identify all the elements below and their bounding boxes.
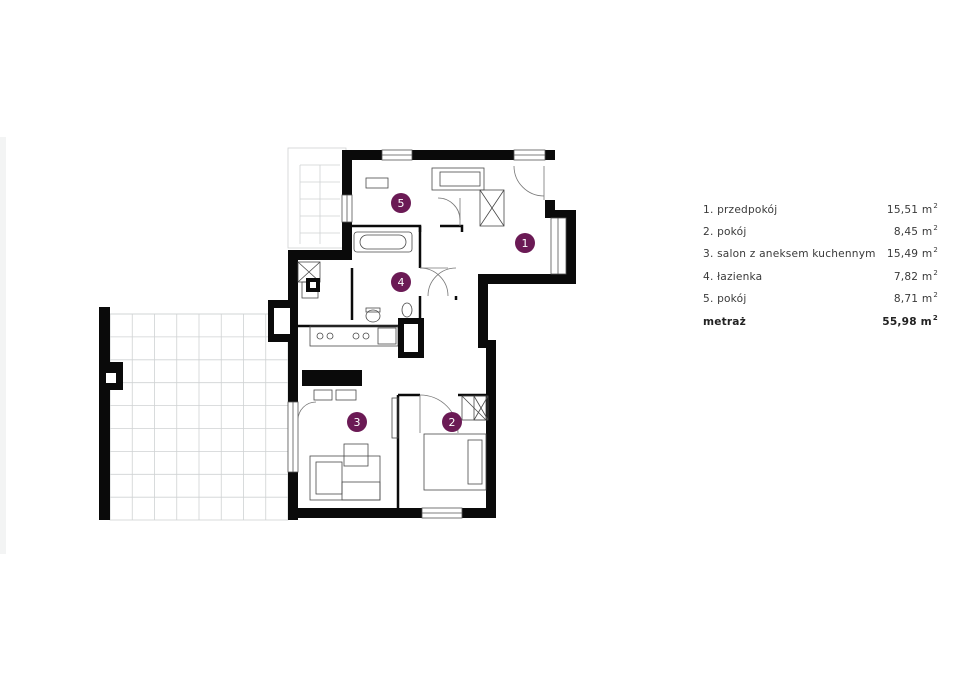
room-badge: 1 [515, 233, 535, 253]
legend-row: 1. przedpokój 15,51 m2 [703, 202, 938, 224]
room-label: 1. przedpokój [703, 204, 778, 216]
legend-row: 3. salon z aneksem kuchennym 15,49 m2 [703, 246, 938, 268]
room-label: 3. salon z aneksem kuchennym [703, 248, 876, 261]
legend-row: 4. łazienka 7,82 m2 [703, 269, 938, 291]
balcony [287, 147, 347, 249]
solid-fixtures [302, 278, 424, 386]
interior-walls [298, 224, 486, 508]
legend-row: 5. pokój 8,71 m2 [703, 291, 938, 313]
room-number: 3 [354, 416, 361, 429]
room-number: 4 [398, 276, 405, 289]
area-legend: 1. przedpokój 15,51 m2 2. pokój 8,45 m2 3. s… [703, 202, 938, 336]
room-area: 7,82 m2 [893, 268, 938, 283]
room-badge: 3 [347, 412, 367, 432]
terrace [109, 313, 289, 521]
total-label: metraż [703, 315, 747, 328]
room-badge: 4 [391, 272, 411, 292]
total-row: metraż 55,98 m2 [703, 314, 938, 336]
room-area: 15,51 m2 [886, 202, 938, 216]
room-label: 4. łazienka [703, 270, 763, 283]
room-badge: 5 [391, 193, 411, 213]
room-number: 2 [449, 416, 456, 429]
room-number: 1 [522, 237, 529, 250]
room-area: 8,71 m2 [893, 290, 938, 305]
windows [287, 149, 567, 519]
room-area: 15,49 m2 [886, 246, 938, 261]
legend-row: 2. pokój 8,45 m2 [703, 224, 938, 246]
left-edge-bar [0, 137, 6, 554]
room-label: 2. pokój [703, 226, 747, 239]
walls [99, 150, 576, 520]
room-badges: 1 2 3 4 5 [347, 193, 535, 432]
room-number: 5 [398, 197, 405, 210]
room-label: 5. pokój [703, 292, 747, 305]
doors [297, 165, 545, 434]
total-area: 55,98 m2 [882, 313, 938, 328]
room-badge: 2 [442, 412, 462, 432]
room-area: 8,45 m2 [893, 224, 938, 239]
